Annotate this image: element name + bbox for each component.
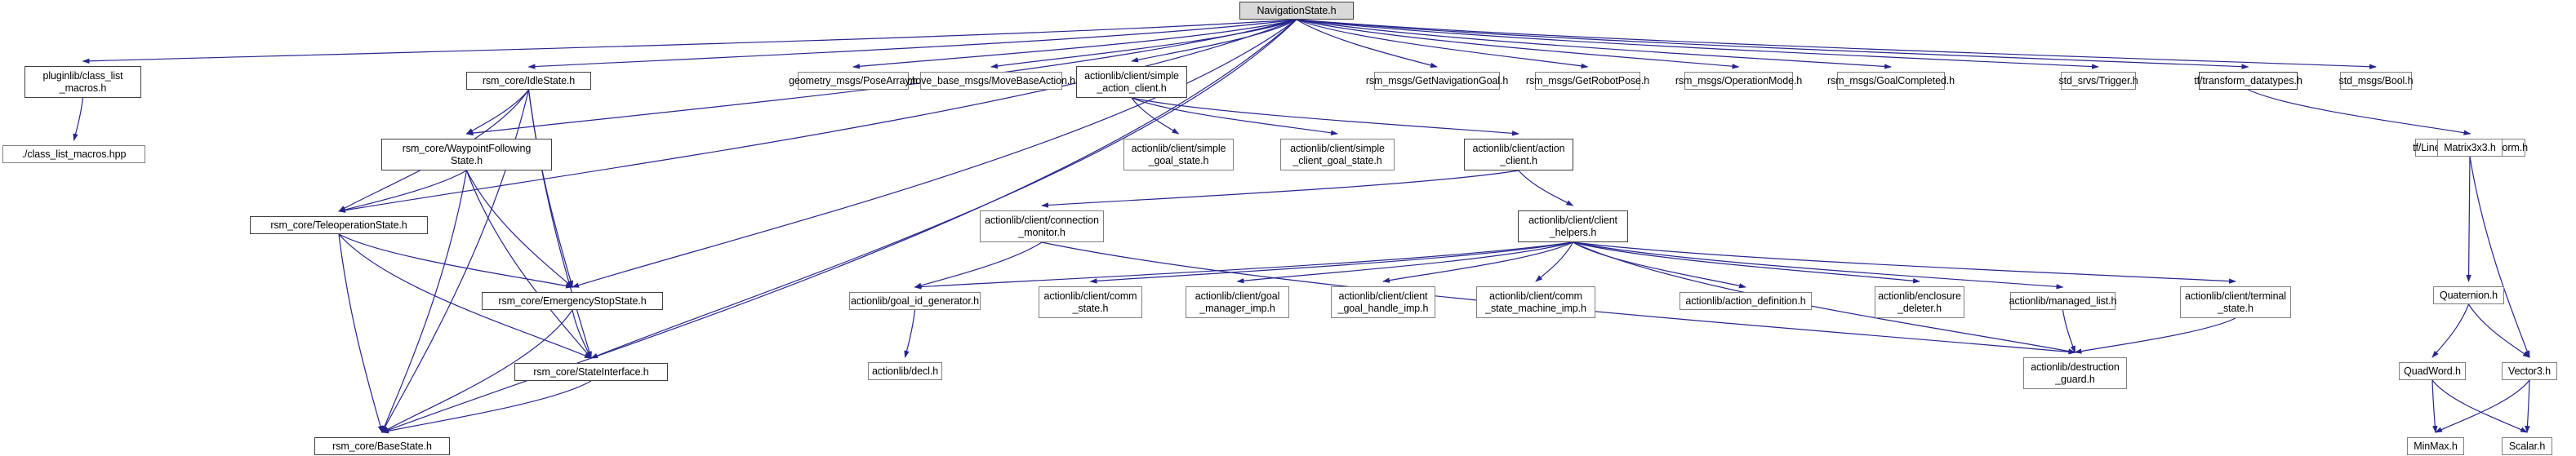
graph-node[interactable]: geometry_msgs/PoseArray.h xyxy=(789,72,918,90)
graph-edge xyxy=(527,19,1297,69)
graph-node[interactable]: rsm_msgs/GetRobotPose.h xyxy=(1526,72,1649,90)
graph-edge xyxy=(1573,241,2064,290)
graph-edge xyxy=(338,233,573,289)
graph-node[interactable]: tf/transform_datatypes.h xyxy=(2194,72,2302,90)
graph-node[interactable]: actionlib/destruction _guard.h xyxy=(2023,357,2127,389)
graph-node[interactable]: actionlib/client/action _client.h xyxy=(1464,139,1573,170)
graph-node[interactable]: std_msgs/Bool.h xyxy=(2339,72,2414,90)
graph-edge xyxy=(1041,170,1519,208)
graph-node[interactable]: NavigationState.h xyxy=(1239,2,1354,20)
graph-node[interactable]: actionlib/client/comm _state.h xyxy=(1039,286,1142,318)
graph-edge xyxy=(1573,241,1920,284)
graph-edge xyxy=(1573,241,2076,354)
graph-node[interactable]: rsm_core/TeleoperationState.h xyxy=(250,216,428,234)
graph-node[interactable]: ./class_list_macros.hpp xyxy=(2,145,145,163)
graph-edge xyxy=(572,309,592,359)
graph-edge xyxy=(1535,241,1574,282)
graph-node[interactable]: rsm_core/EmergencyStopState.h xyxy=(482,292,663,310)
graph-edge xyxy=(82,19,1297,64)
graph-edge xyxy=(2467,303,2530,358)
graph-node[interactable]: actionlib/client/simple _goal_state.h xyxy=(1123,139,1234,170)
graph-node[interactable]: Quaternion.h xyxy=(2433,286,2504,304)
graph-edge xyxy=(1296,19,1892,69)
graph-node[interactable]: actionlib/client/terminal _state.h xyxy=(2180,286,2291,318)
graph-edge xyxy=(381,170,468,433)
graph-node[interactable]: Matrix3x3.h xyxy=(2437,139,2503,157)
graph-edge xyxy=(338,233,383,433)
graph-node[interactable]: actionlib/client/goal _manager_imp.h xyxy=(1186,286,1289,318)
graph-edge xyxy=(338,170,467,213)
graph-edge xyxy=(1131,97,1338,135)
graph-node[interactable]: rsm_core/StateInterface.h xyxy=(514,363,668,381)
graph-node[interactable]: rsm_msgs/GetNavigationGoal.h xyxy=(1366,72,1508,90)
graph-node[interactable]: actionlib/goal_id_generator.h xyxy=(849,292,981,310)
graph-edge xyxy=(1296,19,2249,69)
graph-edge xyxy=(990,19,1297,69)
graph-edge xyxy=(2435,379,2530,433)
graph-edge xyxy=(2074,317,2236,354)
graph-node[interactable]: Scalar.h xyxy=(2502,437,2552,455)
graph-edge xyxy=(1296,19,1589,69)
graph-edge xyxy=(465,170,573,288)
graph-node[interactable]: rsm_core/IdleState.h xyxy=(466,72,591,90)
graph-edge xyxy=(1089,241,1573,284)
graph-edge xyxy=(465,89,529,135)
graph-edge xyxy=(2466,156,2471,282)
graph-node[interactable]: actionlib/enclosure _deleter.h xyxy=(1875,286,1964,318)
graph-edge xyxy=(904,309,916,358)
graph-edge xyxy=(1236,241,1573,284)
graph-node[interactable]: actionlib/client/simple _action_client.h xyxy=(1076,66,1187,98)
graph-node[interactable]: actionlib/client/connection _monitor.h xyxy=(980,210,1104,242)
graph-edge xyxy=(1296,19,1740,69)
graph-edge xyxy=(1573,241,1746,289)
graph-node[interactable]: actionlib/client/comm _state_machine_imp… xyxy=(1476,286,1595,318)
graph-node[interactable]: std_srvs/Trigger.h xyxy=(2058,72,2138,90)
graph-edge xyxy=(1296,19,1438,69)
graph-edge xyxy=(2062,309,2076,353)
graph-edge xyxy=(1296,19,2377,69)
graph-node[interactable]: rsm_core/WaypointFollowing State.h xyxy=(381,139,552,170)
graph-node[interactable]: actionlib/client/client _goal_handle_imp… xyxy=(1331,286,1435,318)
graph-edge xyxy=(2525,379,2530,433)
graph-node[interactable]: actionlib/decl.h xyxy=(868,362,942,380)
graph-node[interactable]: pluginlib/class_list _macros.h xyxy=(24,66,141,98)
graph-edge xyxy=(1573,241,2236,284)
graph-edge xyxy=(2431,303,2470,358)
graph-edge xyxy=(1131,97,1519,136)
graph-node[interactable]: actionlib/client/simple _client_goal_sta… xyxy=(1280,139,1395,170)
graph-edge xyxy=(1518,170,1574,206)
graph-edge xyxy=(338,19,1297,213)
graph-edge xyxy=(914,241,1043,288)
graph-edge xyxy=(2431,379,2528,433)
graph-edge xyxy=(1382,241,1573,283)
graph-edge xyxy=(1131,97,1180,135)
graph-edge xyxy=(2469,156,2530,358)
graph-edge xyxy=(2248,89,2471,135)
graph-edge xyxy=(527,89,573,288)
graph-node[interactable]: move_base_msgs/MoveBaseAction.h xyxy=(907,72,1075,90)
graph-edge xyxy=(527,89,592,359)
graph-edge xyxy=(2431,379,2438,433)
graph-edge xyxy=(914,241,1573,290)
graph-node[interactable]: Vector3.h xyxy=(2502,362,2557,380)
graph-node[interactable]: rsm_core/BaseState.h xyxy=(314,437,450,455)
graph-edge xyxy=(465,170,592,359)
graph-node[interactable]: MinMax.h xyxy=(2407,437,2464,455)
graph-node[interactable]: QuadWord.h xyxy=(2399,362,2466,380)
graph-edge xyxy=(852,19,1297,69)
graph-node[interactable]: actionlib/client/client _helpers.h xyxy=(1518,210,1628,242)
graph-node[interactable]: actionlib/action_definition.h xyxy=(1680,292,1812,310)
graph-node[interactable]: actionlib/managed_list.h xyxy=(2009,292,2116,310)
graph-node[interactable]: rsm_msgs/GoalCompleted.h xyxy=(1827,72,1955,90)
graph-edge xyxy=(1131,19,1297,63)
graph-edge xyxy=(1296,19,2099,69)
graph-node[interactable]: rsm_msgs/OperationMode.h xyxy=(1675,72,1802,90)
graph-edge xyxy=(73,97,84,141)
graph-edge xyxy=(381,380,592,434)
